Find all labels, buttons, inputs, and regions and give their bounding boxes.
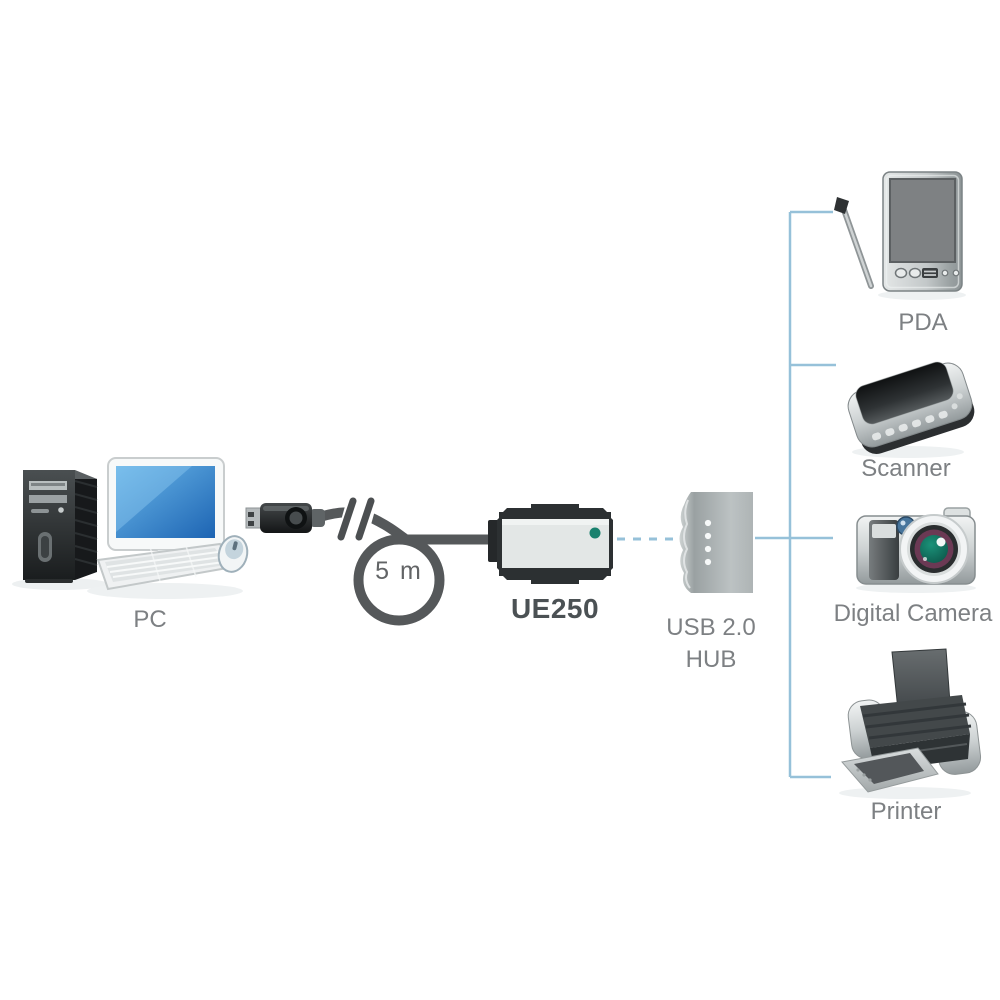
- pc-mouse-icon: [217, 535, 249, 573]
- printer-icon: [839, 648, 982, 799]
- cable-length-label: 5 m: [375, 557, 423, 585]
- led-indicator: [589, 527, 601, 539]
- stylus-icon: [834, 197, 874, 289]
- scanner-label: Scanner: [861, 455, 951, 482]
- hub-port-dots: [704, 519, 712, 566]
- digital-camera-label: Digital Camera: [833, 600, 993, 627]
- cable-break-icon: [335, 489, 379, 549]
- hub-label-line1: USB 2.0: [666, 614, 756, 641]
- usb-cable-icon: [245, 489, 502, 626]
- desktop-computer-icon: [12, 457, 249, 599]
- connection-lines: [617, 210, 836, 779]
- ue250-extender-icon: [488, 504, 613, 584]
- pda-label: PDA: [898, 309, 948, 336]
- pda-buttons: [894, 267, 960, 279]
- pc-label: PC: [133, 606, 167, 633]
- pc-tower-icon: [23, 470, 98, 583]
- printer-label: Printer: [870, 798, 942, 825]
- camera-lens: [899, 514, 969, 584]
- usb-plug-icon: [245, 503, 325, 533]
- pda-icon: [834, 171, 966, 300]
- cable-loop-icon: [315, 507, 502, 626]
- hub-label: USB 2.0 HUB: [601, 612, 821, 676]
- usb-hub-icon: [679, 492, 753, 593]
- digital-camera-icon: [856, 507, 976, 593]
- scanner-icon: [847, 361, 975, 458]
- hub-label-line2: HUB: [685, 646, 737, 673]
- extender-model-label: UE250: [510, 593, 600, 624]
